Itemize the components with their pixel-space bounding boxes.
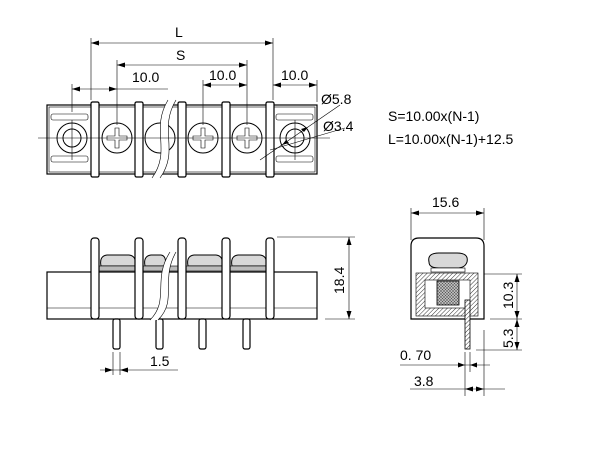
s-formula: S=10.00x(N-1): [388, 108, 479, 124]
height-label: 18.4: [331, 267, 347, 294]
pin-offset-label: 3.8: [414, 373, 434, 389]
body-height-label: 10.3: [500, 282, 516, 309]
width-label: 15.6: [432, 194, 459, 210]
pin-length-label: 5.3: [500, 328, 516, 348]
pitch-right-label: 10.0: [281, 67, 308, 83]
top-view: L S 10.0 10.0 10.0 Ø5.8 Ø3.4: [38, 24, 354, 179]
side-view: 15.6 10.3 5.3 0. 70 3.8: [400, 194, 522, 396]
pitch-mid-label: 10.0: [209, 67, 236, 83]
dia-outer-label: Ø5.8: [321, 91, 352, 107]
barriers: [90, 101, 275, 178]
pitch-left-label: 10.0: [132, 69, 159, 85]
dim-S-label: S: [176, 47, 185, 63]
dimension-lines: [71, 38, 346, 161]
front-view: 18.4 1.5: [46, 236, 355, 375]
dim-L-label: L: [175, 24, 183, 40]
dia-inner-label: Ø3.4: [323, 118, 354, 134]
l-formula: L=10.00x(N-1)+12.5: [388, 131, 514, 147]
pins: [112, 318, 251, 350]
pin-thickness-label: 0. 70: [400, 347, 431, 363]
pin-width-label: 1.5: [150, 353, 170, 369]
